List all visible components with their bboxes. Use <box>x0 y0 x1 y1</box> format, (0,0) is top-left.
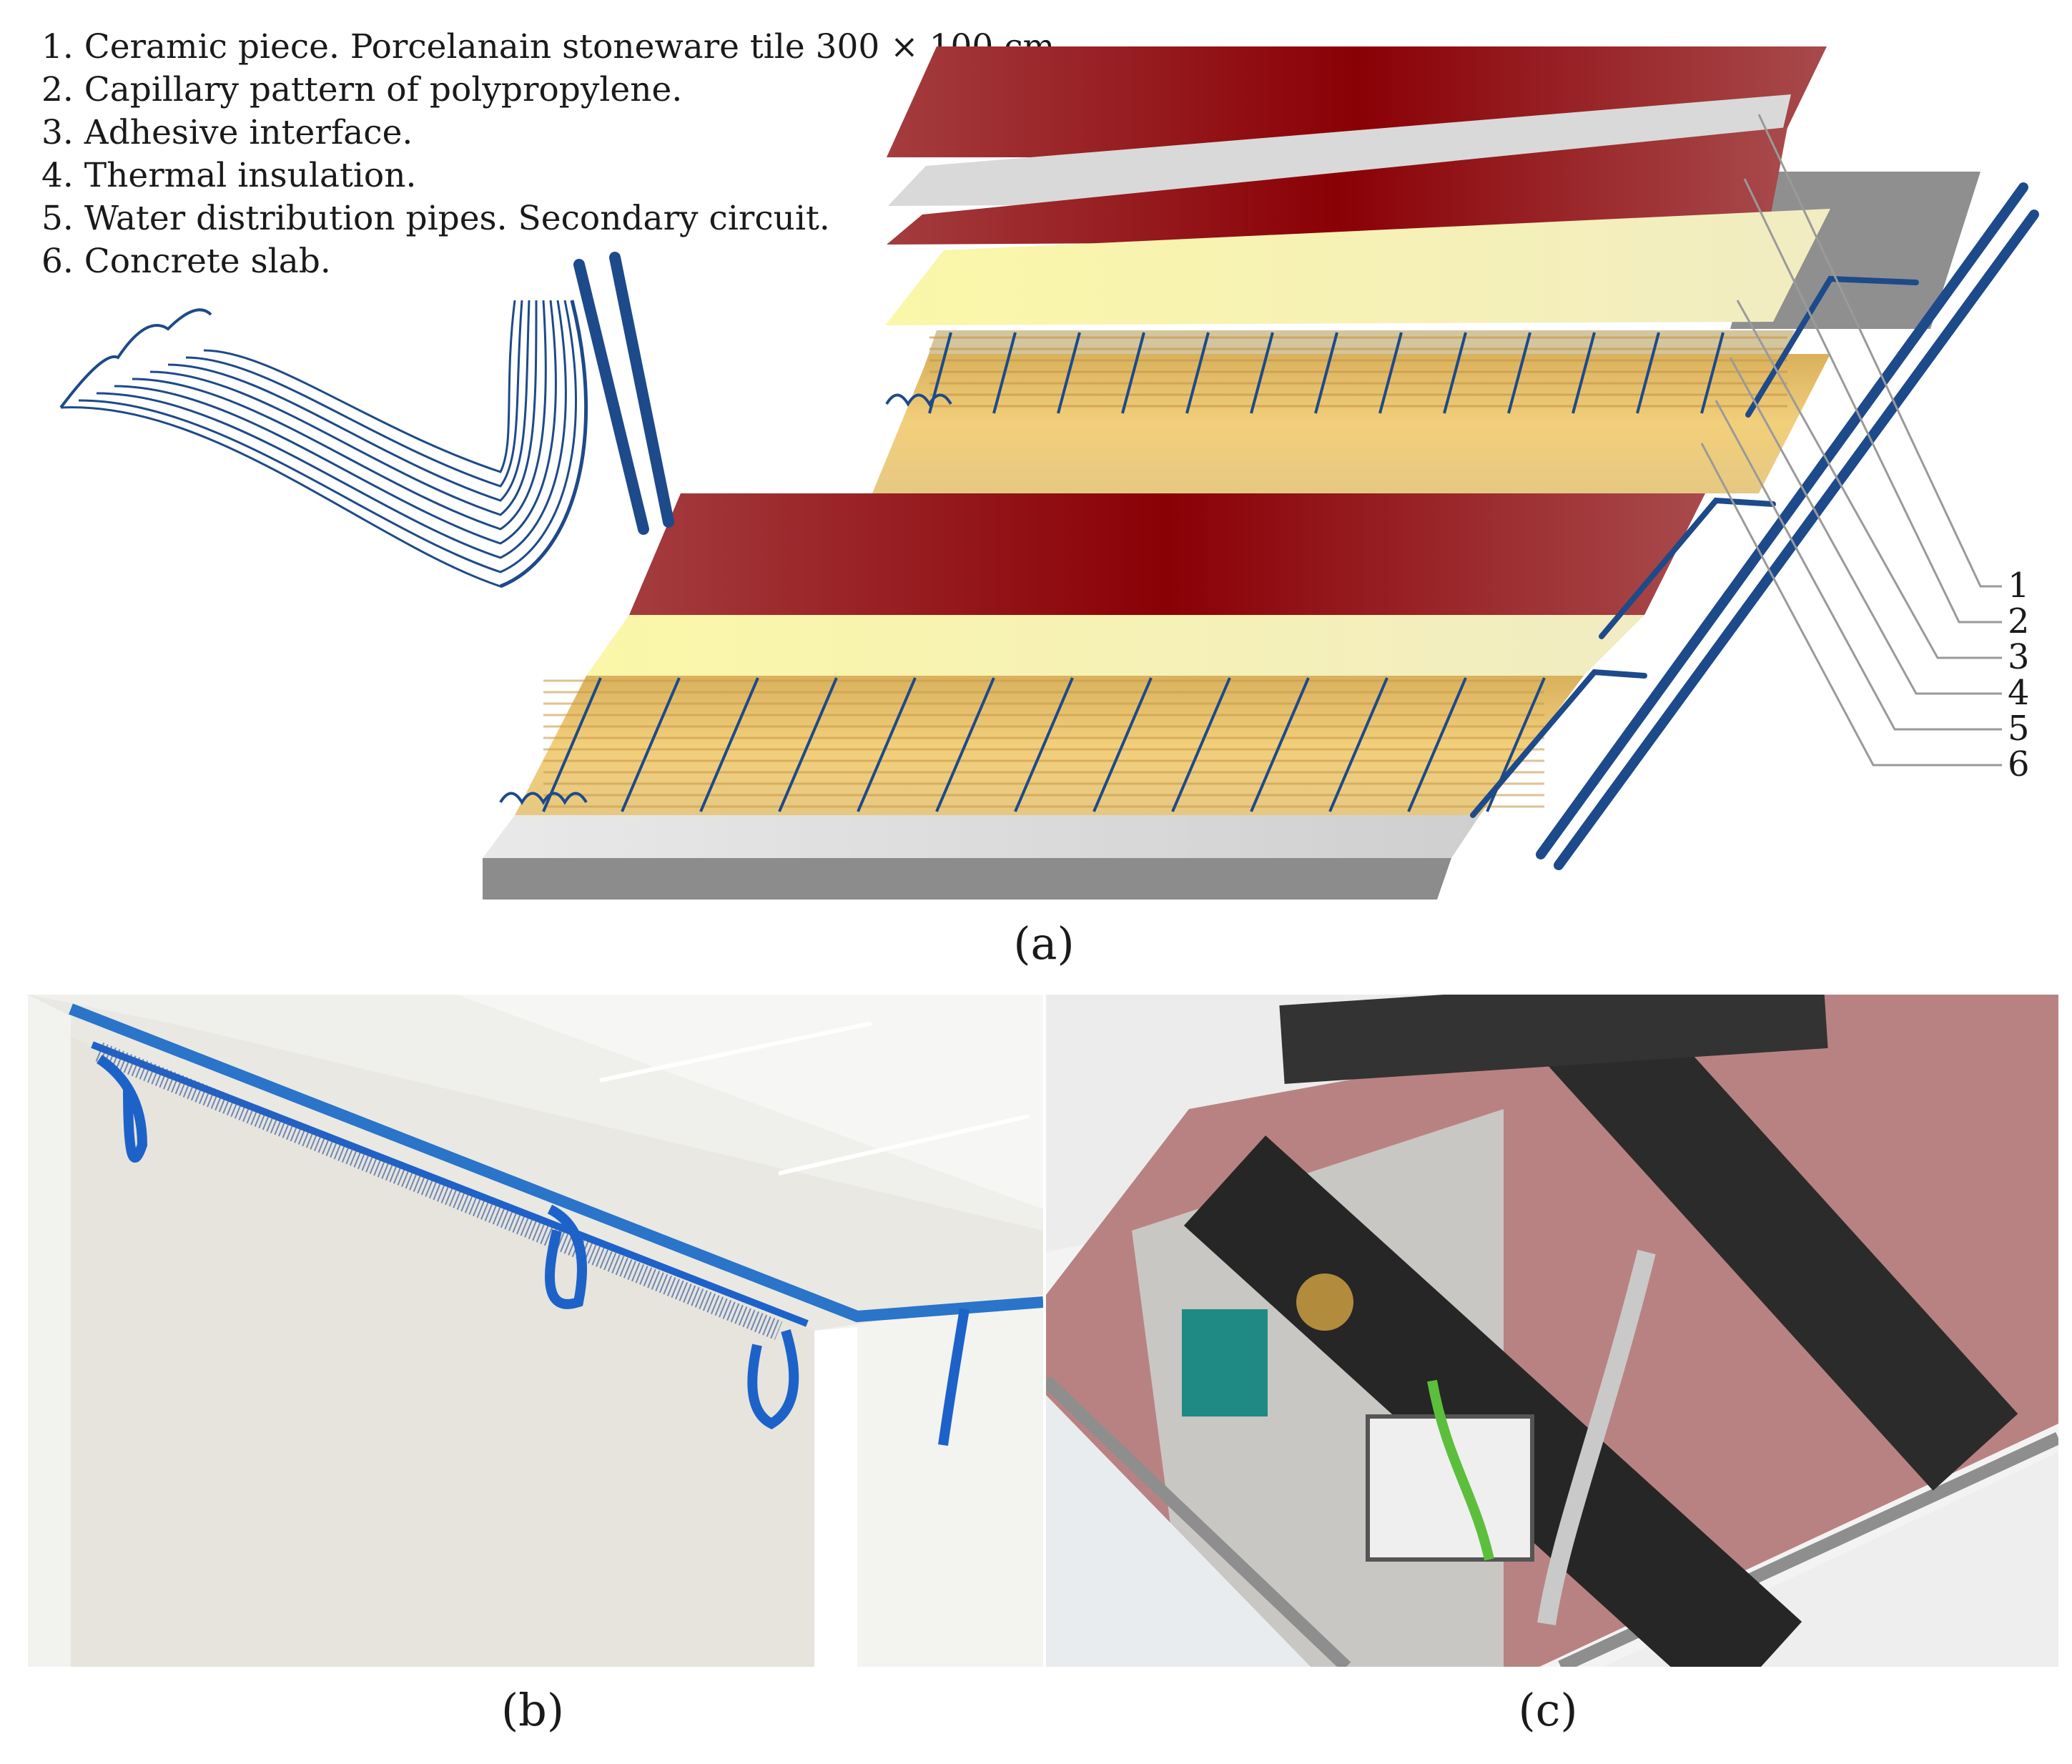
leader-lines <box>1700 114 2002 767</box>
concrete-slab-top <box>483 815 1480 858</box>
main-pipe-2 <box>1554 210 2039 870</box>
ceramic-thin-upper <box>887 127 1787 245</box>
legend-list: 1. Ceramic piece. Porcelanain stoneware … <box>41 26 1065 283</box>
insulated-pipe-2 <box>1518 995 2018 1491</box>
capillary-stripes-upper <box>929 336 1787 408</box>
photo-ceiling-plenum <box>1046 995 2058 1667</box>
blue-supply-pipe <box>69 1003 1043 1323</box>
capillary-loops-lower <box>499 792 588 805</box>
legend-item-4: 4. Thermal insulation. <box>41 156 417 195</box>
caption-c: (c) <box>1518 1684 1578 1736</box>
callout-1: 1 <box>2008 566 2030 606</box>
exploded-panel-diagram: 1 2 3 4 5 6 <box>59 46 2039 900</box>
upper-stack <box>872 46 1980 493</box>
mat-collector-pipe-1 <box>573 259 649 535</box>
callout-2: 2 <box>2008 601 2030 641</box>
legend-item-3: 3. Adhesive interface. <box>41 113 413 152</box>
callout-numbers: 1 2 3 4 5 6 <box>2008 566 2030 784</box>
blue-hose-loop-4 <box>938 1308 970 1446</box>
curved-capillary-mat <box>59 300 588 588</box>
manifold-front <box>1599 497 1776 639</box>
blue-hose-loop-1 <box>97 1055 148 1163</box>
legend-item-2: 2. Capillary pattern of polypropylene. <box>41 70 683 109</box>
callout-5: 5 <box>2008 709 2030 749</box>
adhesive-layer-upper <box>885 209 1830 325</box>
ceramic-tile-lower <box>629 493 1705 615</box>
mat-collector-pipe-2 <box>609 252 674 528</box>
manifold-lower <box>1470 669 1647 818</box>
callout-3: 3 <box>2008 637 2030 677</box>
blue-return-pipe <box>91 1041 809 1327</box>
concrete-slab-front <box>483 858 1451 900</box>
legend-item-6: 6. Concrete slab. <box>41 242 331 281</box>
photo-ceiling-scene <box>1046 995 2058 1667</box>
blue-hose-loop-2 <box>545 1204 587 1309</box>
photo-wall-installation <box>28 995 1043 1667</box>
valve-fitting <box>1296 1273 1353 1331</box>
pump-unit <box>1182 1309 1268 1416</box>
grey-conduit <box>1537 1249 1656 1625</box>
photo-wall-scene <box>28 995 1043 1667</box>
green-cable <box>1427 1379 1494 1561</box>
lower-stack <box>483 493 1705 900</box>
legend-item-1: 1. Ceramic piece. Porcelanain stoneware … <box>41 27 1066 66</box>
capillary-loops-upper <box>885 393 952 407</box>
caption-b: (b) <box>500 1684 565 1736</box>
blue-hose-loop-3 <box>747 1329 799 1429</box>
legend-item-5: 5. Water distribution pipes. Secondary c… <box>41 199 830 238</box>
adhesive-layer-lower <box>586 615 1644 676</box>
caption-a: (a) <box>1013 917 1075 970</box>
callout-6: 6 <box>2008 744 2030 784</box>
callout-4: 4 <box>2008 673 2030 713</box>
insulated-pipe-cross <box>1279 995 1828 1084</box>
